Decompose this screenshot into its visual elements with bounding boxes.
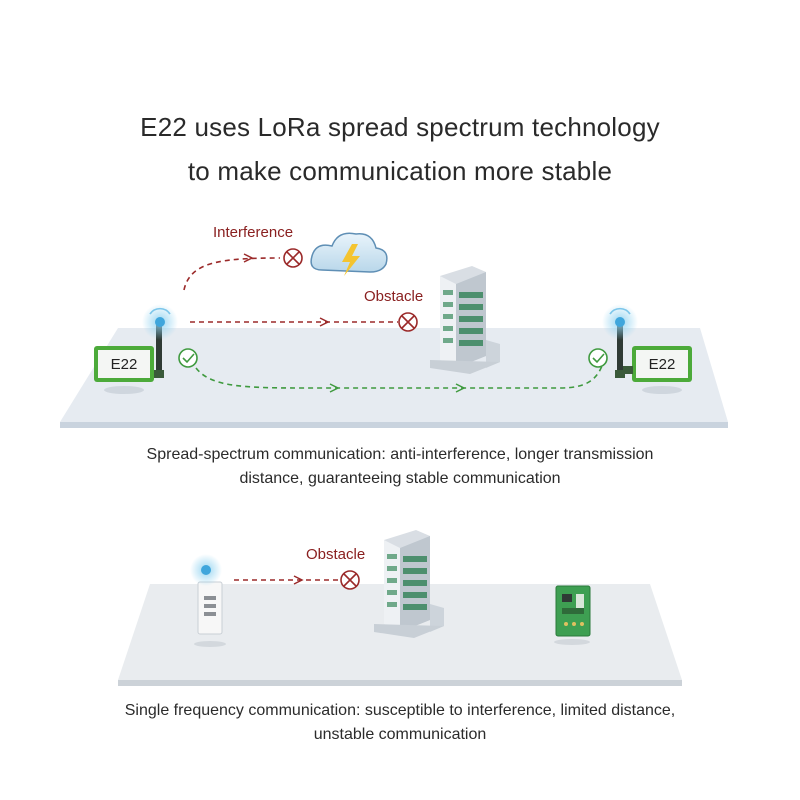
platform-spread (60, 328, 728, 428)
spread-spectrum-path (195, 365, 603, 393)
check-circle-icon (178, 348, 198, 368)
building-icon (430, 266, 500, 374)
e22-module-right (602, 304, 692, 394)
title-line-2: to make communication more stable (187, 156, 613, 186)
spread-caption-line-2: distance, guaranteeing stable communicat… (239, 470, 561, 487)
obstacle-label-spread: Obstacle (364, 288, 424, 305)
pcb-board-icon (554, 585, 591, 645)
obstacle-label-single: Obstacle (306, 546, 366, 563)
single-caption-line-1: Single frequency communication: suscepti… (124, 702, 676, 719)
wifi-signal-icon (602, 304, 638, 340)
interference-label: Interference (213, 224, 294, 241)
x-circle-icon (398, 312, 418, 332)
x-circle-icon (340, 570, 360, 590)
remote-device-icon (190, 554, 226, 647)
x-circle-icon (283, 248, 303, 268)
wifi-signal-icon (190, 554, 222, 586)
title-line-1: E22 uses LoRa spread spectrum technology (140, 112, 660, 142)
module-right-label: E22 (648, 355, 676, 373)
spread-caption-line-1: Spread-spectrum communication: anti-inte… (146, 446, 654, 463)
module-left-label: E22 (110, 355, 138, 373)
interference-path (183, 253, 281, 291)
obstacle-path (190, 317, 398, 327)
e22-module-left (94, 304, 178, 394)
wifi-signal-icon (142, 304, 178, 340)
single-frequency-path (234, 575, 340, 585)
building-icon (374, 530, 444, 638)
single-caption-line-2: unstable communication (313, 726, 487, 743)
cloud-lightning-icon (310, 232, 388, 276)
check-circle-icon (588, 348, 608, 368)
